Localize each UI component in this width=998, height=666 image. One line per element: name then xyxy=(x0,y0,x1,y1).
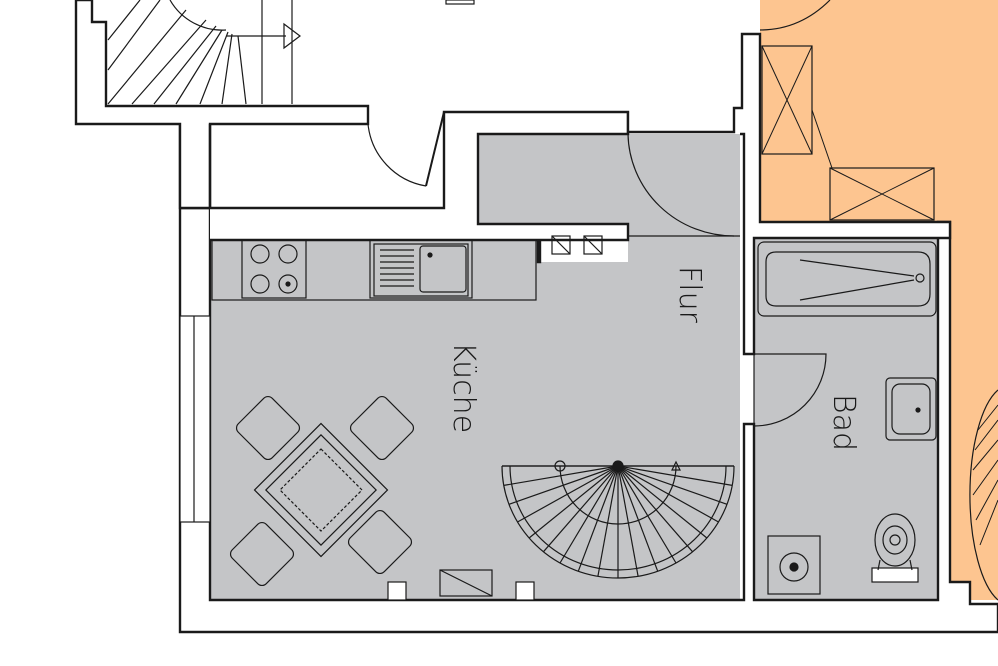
stair-tread xyxy=(508,465,619,505)
neighbor-unit xyxy=(759,0,998,601)
kitchen-counter xyxy=(211,235,603,301)
stair-tread xyxy=(503,465,619,486)
stair-tread xyxy=(617,465,733,486)
stair-tread xyxy=(617,465,677,564)
stair-tread xyxy=(577,465,619,572)
stair-tread xyxy=(617,465,694,553)
bathroom-fixtures xyxy=(757,241,937,595)
stair-tread xyxy=(559,465,619,564)
room-label-bad: Bad xyxy=(826,394,861,451)
spiral-staircase xyxy=(501,460,735,579)
stair-tread xyxy=(617,465,639,577)
dining-set xyxy=(229,395,415,587)
stair-tread xyxy=(528,465,619,539)
stair-tread xyxy=(542,465,619,553)
stair-tread xyxy=(517,465,619,523)
stair-tread xyxy=(617,465,708,539)
room-label-flur: Flur xyxy=(672,266,707,324)
stair-tread xyxy=(617,465,719,523)
stair-tread xyxy=(597,465,619,577)
kitchen-window xyxy=(179,315,211,523)
stair-tread xyxy=(617,465,728,505)
upper-staircase xyxy=(107,0,475,105)
stair-tread xyxy=(617,465,659,572)
doors xyxy=(367,111,827,427)
room-label-kueche: Küche xyxy=(446,342,481,433)
bottom-fixtures xyxy=(387,569,535,601)
